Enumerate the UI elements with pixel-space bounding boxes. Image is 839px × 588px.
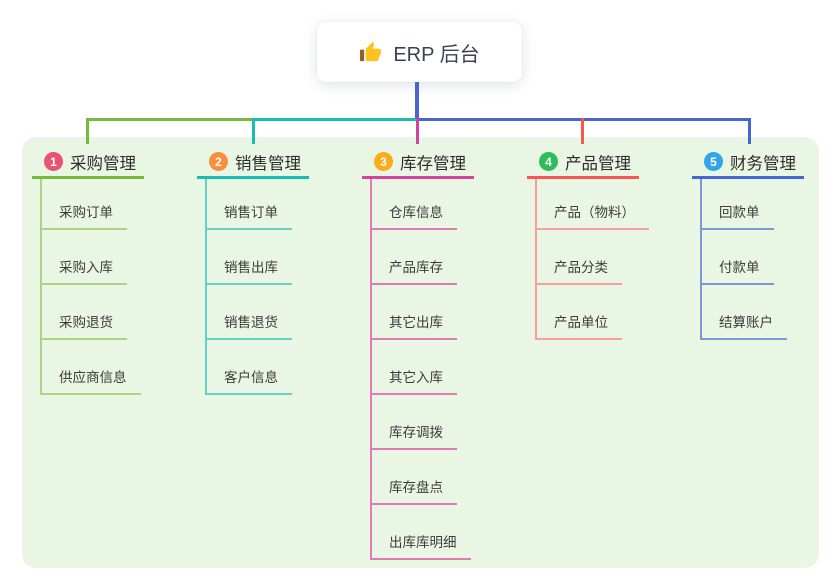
child-node-row: 销售订单 xyxy=(207,179,292,230)
child-node-row: 仓库信息 xyxy=(372,179,471,230)
child-node-row: 回款单 xyxy=(702,179,787,230)
branch-label: 产品管理 xyxy=(565,154,631,173)
child-node-row: 其它出库 xyxy=(372,285,471,340)
child-node-row: 采购订单 xyxy=(42,179,141,230)
child-node-row: 其它入库 xyxy=(372,340,471,395)
thumb-hand xyxy=(366,41,382,61)
branch-label: 库存管理 xyxy=(400,154,466,173)
child-node-row: 产品库存 xyxy=(372,230,471,285)
child-node-row: 结算账户 xyxy=(702,285,787,340)
child-node-row: 采购入库 xyxy=(42,230,141,285)
child-node[interactable]: 库存调拨 xyxy=(372,421,457,450)
branch-header-4[interactable]: 4 产品管理 xyxy=(527,147,639,179)
branch-index-badge: 5 xyxy=(704,152,723,171)
child-node[interactable]: 其它入库 xyxy=(372,366,457,395)
branch-label: 销售管理 xyxy=(235,154,301,173)
branch-children: 采购订单采购入库采购退货供应商信息 xyxy=(40,179,141,395)
child-node[interactable]: 销售出库 xyxy=(207,256,292,285)
bus-segment-1 xyxy=(86,118,254,121)
child-node[interactable]: 结算账户 xyxy=(702,311,787,340)
branch-drop-3 xyxy=(416,118,419,144)
branch-drop-5 xyxy=(748,118,751,144)
bus-segment-3 xyxy=(417,118,751,121)
branch-children: 销售订单销售出库销售退货客户信息 xyxy=(205,179,292,395)
branch-drop-2 xyxy=(252,118,255,144)
child-node-row: 出库库明细 xyxy=(372,505,471,560)
child-node[interactable]: 产品单位 xyxy=(537,311,622,340)
child-node[interactable]: 出库库明细 xyxy=(372,531,471,560)
child-node[interactable]: 供应商信息 xyxy=(42,366,141,395)
child-node[interactable]: 产品分类 xyxy=(537,256,622,285)
child-node[interactable]: 销售退货 xyxy=(207,311,292,340)
child-node-row: 库存调拨 xyxy=(372,395,471,450)
child-node-row: 产品分类 xyxy=(537,230,649,285)
branch-index-badge: 4 xyxy=(539,152,558,171)
root-title: ERP 后台 xyxy=(393,43,480,66)
child-node[interactable]: 客户信息 xyxy=(207,366,292,395)
child-node[interactable]: 产品库存 xyxy=(372,256,457,285)
root-stem-connector xyxy=(415,81,419,121)
child-node[interactable]: 采购退货 xyxy=(42,311,127,340)
child-node-row: 产品单位 xyxy=(537,285,649,340)
branch-index-badge: 3 xyxy=(374,152,393,171)
branch-header-5[interactable]: 5 财务管理 xyxy=(692,147,804,179)
branch-drop-4 xyxy=(581,118,584,144)
child-node-row: 产品（物料） xyxy=(537,179,649,230)
thumb-cuff xyxy=(360,49,365,61)
child-node-row: 销售出库 xyxy=(207,230,292,285)
child-node-row: 采购退货 xyxy=(42,285,141,340)
branch-drop-1 xyxy=(86,118,89,144)
branch-children: 回款单付款单结算账户 xyxy=(700,179,787,340)
child-node-row: 供应商信息 xyxy=(42,340,141,395)
branch-index-badge: 1 xyxy=(44,152,63,171)
root-node-erp[interactable]: ERP 后台 xyxy=(317,22,522,82)
child-node[interactable]: 付款单 xyxy=(702,256,774,285)
branch-header-2[interactable]: 2 销售管理 xyxy=(197,147,309,179)
branch-header-1[interactable]: 1 采购管理 xyxy=(32,147,144,179)
child-node-row: 付款单 xyxy=(702,230,787,285)
child-node[interactable]: 销售订单 xyxy=(207,201,292,230)
branch-children: 仓库信息产品库存其它出库其它入库库存调拨库存盘点出库库明细 xyxy=(370,179,471,560)
child-node[interactable]: 采购订单 xyxy=(42,201,127,230)
child-node[interactable]: 其它出库 xyxy=(372,311,457,340)
bus-segment-2 xyxy=(254,118,417,121)
branch-label: 采购管理 xyxy=(70,154,136,173)
child-node[interactable]: 采购入库 xyxy=(42,256,127,285)
child-node-row: 客户信息 xyxy=(207,340,292,395)
branch-index-badge: 2 xyxy=(209,152,228,171)
child-node[interactable]: 产品（物料） xyxy=(537,201,649,230)
thumbs-up-icon xyxy=(359,41,382,64)
child-node-row: 销售退货 xyxy=(207,285,292,340)
child-node[interactable]: 回款单 xyxy=(702,201,774,230)
branch-label: 财务管理 xyxy=(730,154,796,173)
child-node[interactable]: 库存盘点 xyxy=(372,476,457,505)
child-node-row: 库存盘点 xyxy=(372,450,471,505)
branch-children: 产品（物料） 产品分类产品单位 xyxy=(535,179,649,340)
child-node[interactable]: 仓库信息 xyxy=(372,201,457,230)
branches-panel xyxy=(22,137,819,568)
branch-header-3[interactable]: 3 库存管理 xyxy=(362,147,474,179)
